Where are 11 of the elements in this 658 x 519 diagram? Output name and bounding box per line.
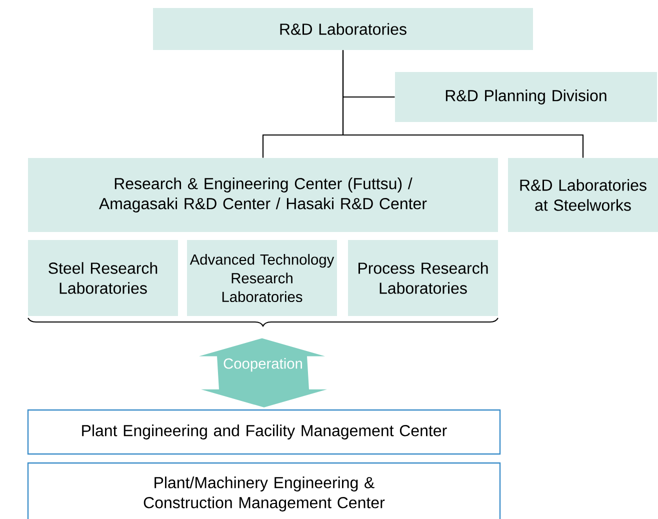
org-box: Advanced Technology Research Laboratories <box>187 240 337 316</box>
connector-line <box>342 50 584 158</box>
org-box: Process Research Laboratories <box>348 240 498 316</box>
edge-label: Cooperation <box>222 356 304 373</box>
org-box: R&D Planning Division <box>395 72 657 122</box>
org-box: R&D Laboratories at Steelworks <box>508 158 658 232</box>
org-box: Research & Engineering Center (Futtsu) / Amagasaki R&D Center / Hasaki R&D Center <box>28 158 498 232</box>
center-box: Plant/Machinery Engineering & Construction Management Center <box>27 462 501 519</box>
center-box: Plant Engineering and Facility Management Center <box>27 409 501 455</box>
org-box: R&D Laboratories <box>153 8 533 50</box>
org-box: Steel Research Laboratories <box>28 240 178 316</box>
